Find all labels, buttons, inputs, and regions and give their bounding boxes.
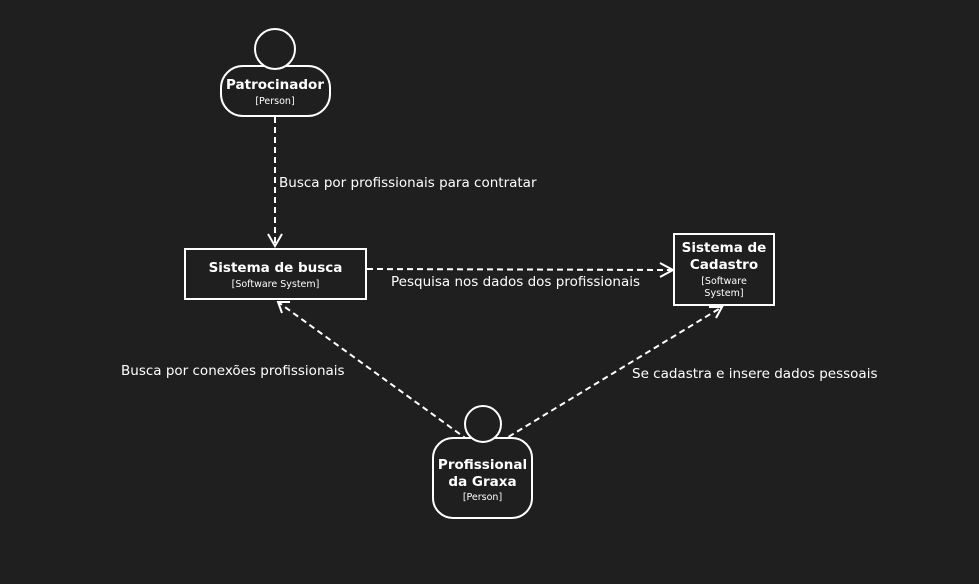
system-box [184, 248, 367, 300]
person-title-line2: da Graxa [448, 474, 516, 490]
person-head-icon [254, 28, 296, 70]
system-type-line2: System] [704, 288, 743, 299]
person-patrocinador[interactable]: Patrocinador [Person] [220, 28, 331, 117]
edge-profissional-to-busca [276, 301, 469, 441]
edge-label-profissional-busca: Busca por conexões profissionais [121, 363, 345, 379]
system-box [673, 233, 775, 306]
system-sistema-de-busca[interactable]: Sistema de busca [Software System] [184, 248, 367, 300]
person-title: Patrocinador [226, 77, 324, 93]
system-type-line1: [Software [701, 276, 747, 287]
edge-profissional-to-cadastro [499, 306, 724, 443]
system-title: Sistema de busca [209, 260, 343, 276]
person-profissional-da-graxa[interactable]: Profissional da Graxa [Person] [432, 405, 533, 519]
person-head-icon [464, 405, 502, 443]
edge-patrocinador-to-busca [267, 117, 283, 248]
edge-label-profissional-cadastro: Se cadastra e insere dados pessoais [632, 366, 878, 382]
system-sistema-de-cadastro[interactable]: Sistema de Cadastro [Software System] [673, 233, 775, 306]
person-type: [Person] [463, 492, 502, 503]
system-title-line1: Sistema de [682, 240, 767, 256]
system-title-line2: Cadastro [690, 257, 758, 273]
edge-label-busca-cadastro: Pesquisa nos dados dos profissionais [391, 274, 640, 290]
system-type: [Software System] [232, 279, 320, 290]
person-type: [Person] [255, 96, 294, 107]
edge-label-patrocinador-busca: Busca por profissionais para contratar [279, 175, 537, 191]
person-title-line1: Profissional [438, 457, 527, 473]
